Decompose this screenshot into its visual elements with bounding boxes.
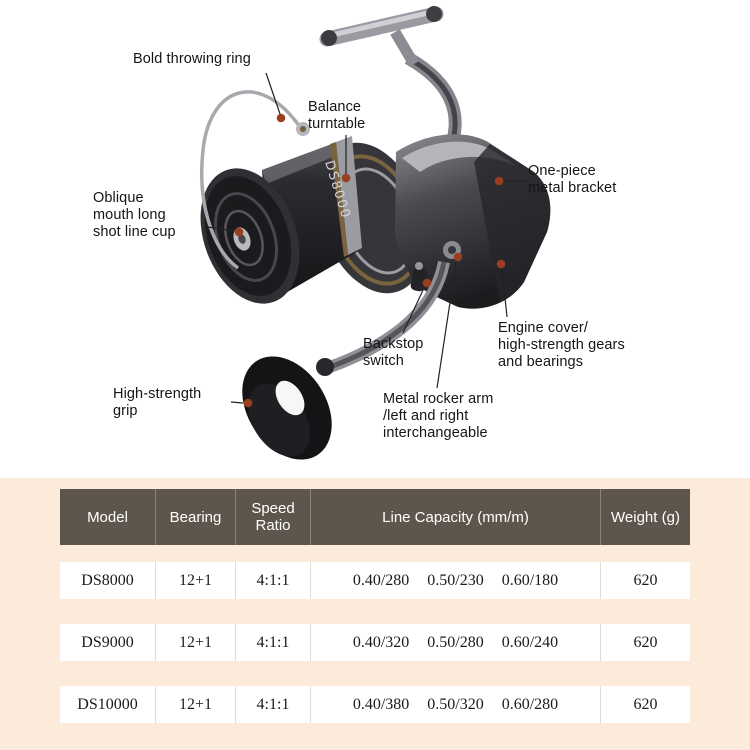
header-weight: Weight (g)	[600, 489, 690, 545]
reel-illustration: DS8000	[200, 6, 551, 460]
callout-label: mouth long	[93, 207, 166, 223]
callout-label: interchangeable	[383, 425, 488, 441]
rocker-arm	[316, 260, 450, 376]
header-speed-ratio: Speed Ratio	[235, 489, 310, 545]
cell-model: DS10000	[77, 695, 138, 713]
header-line-capacity: Line Capacity (mm/m)	[310, 489, 600, 545]
callout-dots	[234, 113, 506, 408]
table-row: DS8000 12+1 4:1:1 0.40/280 0.50/230 0.60…	[60, 562, 690, 599]
callout-dot	[341, 173, 351, 183]
callout-label: Backstop	[363, 336, 424, 352]
callout-label: grip	[113, 403, 138, 419]
header-speed-line1: Speed	[251, 500, 295, 517]
cell-model: DS9000	[81, 633, 134, 651]
cell-line-capacity: 0.40/280 0.50/230 0.60/180	[310, 562, 600, 599]
callout-bold-throwing-ring: Bold throwing ring	[133, 51, 251, 68]
cell-bearing: 12+1	[155, 562, 235, 599]
cell-model: DS8000	[81, 571, 134, 589]
callout-label: Metal rocker arm	[383, 391, 494, 407]
header-bearing: Bearing	[155, 489, 235, 545]
callout-label: Balance	[308, 99, 362, 115]
callout-dot	[453, 252, 463, 262]
callout-label: shot line cup	[93, 224, 176, 240]
callout-dot	[276, 113, 286, 123]
callout-label: Oblique	[93, 190, 144, 206]
cell-speed-ratio: 4:1:1	[235, 562, 310, 599]
callout-label: High-strength	[113, 386, 202, 402]
cell-bearing: 12+1	[155, 686, 235, 723]
cell-line-capacity: 0.40/380 0.50/320 0.60/280	[310, 686, 600, 723]
callout-dot	[234, 227, 244, 237]
cell-speed-ratio: 4:1:1	[235, 686, 310, 723]
callout-label: /left and right	[383, 408, 469, 424]
callout-high-strength-grip: High-strength grip	[113, 386, 201, 420]
cell-weight: 620	[600, 562, 690, 599]
callout-label: Bold throwing ring	[133, 51, 251, 67]
callout-label: One-piece	[528, 163, 596, 179]
callout-engine-cover: Engine cover/ high-strength gears and be…	[498, 320, 625, 371]
spool: DS8000	[200, 136, 362, 304]
callout-label: turntable	[308, 116, 366, 132]
bail-wire	[200, 90, 310, 270]
backstop-lever	[410, 262, 428, 292]
callout-label: metal bracket	[528, 180, 617, 196]
cell-line-capacity: 0.40/320 0.50/280 0.60/240	[310, 624, 600, 661]
table-row: DS9000 12+1 4:1:1 0.40/320 0.50/280 0.60…	[60, 624, 690, 661]
header-speed-line2: Ratio	[255, 517, 291, 534]
callout-one-piece-bracket: One-piece metal bracket	[528, 163, 616, 197]
callout-label: Engine cover/	[498, 320, 588, 336]
cell-weight: 620	[600, 686, 690, 723]
line-capacity-value: 0.60/280	[501, 695, 559, 713]
callout-dot	[422, 278, 432, 288]
line-capacity-value: 0.50/280	[427, 633, 484, 651]
callout-label: high-strength gears	[498, 337, 625, 353]
callout-rocker-arm: Metal rocker arm /left and right interch…	[383, 391, 493, 442]
line-capacity-value: 0.40/280	[352, 571, 410, 589]
line-capacity-value: 0.60/180	[501, 571, 559, 589]
line-capacity-value: 0.40/380	[352, 695, 410, 713]
cell-weight: 620	[600, 624, 690, 661]
callout-dot	[494, 176, 504, 186]
reel-body	[395, 134, 551, 309]
leader-lines	[207, 72, 525, 404]
grip-knob	[242, 356, 332, 460]
cell-speed-ratio: 4:1:1	[235, 624, 310, 661]
line-capacity-value: 0.50/230	[427, 571, 484, 589]
callout-label: and bearings	[498, 354, 584, 370]
callout-dot	[243, 398, 253, 408]
line-capacity-value: 0.60/240	[501, 633, 559, 651]
callout-balance-turntable: Balance turntable	[308, 99, 365, 133]
cell-bearing: 12+1	[155, 624, 235, 661]
line-capacity-value: 0.40/320	[352, 633, 410, 651]
callout-label: switch	[363, 353, 404, 369]
callout-oblique-line-cup: Oblique mouth long shot line cup	[93, 190, 176, 241]
header-model: Model	[87, 508, 128, 526]
table-row: DS10000 12+1 4:1:1 0.40/380 0.50/320 0.6…	[60, 686, 690, 723]
line-capacity-value: 0.50/320	[427, 695, 484, 713]
callout-dot	[496, 259, 506, 269]
spec-table-header: Model Bearing Speed Ratio Line Capacity …	[60, 489, 690, 545]
callout-backstop-switch: Backstop switch	[363, 336, 423, 370]
